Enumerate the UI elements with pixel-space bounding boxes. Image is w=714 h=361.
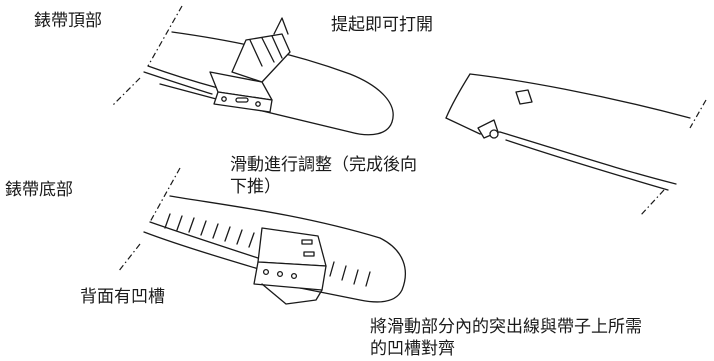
bottom-band-slider bbox=[257, 227, 327, 267]
label-slide-adjust-line2: 下推） bbox=[230, 177, 281, 197]
label-align-line1: 將滑動部分內的突出線與帶子上所需 bbox=[370, 317, 642, 337]
bottom-band-figure bbox=[117, 167, 406, 305]
top-band-strap bbox=[159, 31, 394, 136]
open-band-end-figure bbox=[445, 73, 707, 217]
label-band-bottom: 錶帶底部 bbox=[5, 180, 73, 200]
open-band-strap bbox=[469, 73, 691, 119]
label-lift-to-open: 提起即可打開 bbox=[331, 15, 433, 35]
label-band-top: 錶帶頂部 bbox=[34, 11, 102, 31]
open-band-cut-line-upper bbox=[689, 99, 707, 129]
top-band-lever bbox=[231, 33, 291, 83]
label-slide-adjust-line1: 滑動進行調整（完成後向 bbox=[230, 155, 417, 175]
label-align-line2: 的凹槽對齊 bbox=[370, 339, 455, 359]
label-back-grooves: 背面有凹槽 bbox=[80, 287, 165, 307]
bottom-band-cut-line-upper bbox=[149, 167, 181, 223]
open-band-cut-line-lower bbox=[639, 189, 665, 217]
top-band-figure bbox=[111, 5, 394, 136]
bottom-band-cut-line-lower bbox=[117, 243, 141, 273]
top-band-cut-line-upper bbox=[147, 5, 183, 67]
top-band-cut-line-lower bbox=[111, 77, 141, 107]
bottom-band-strap bbox=[169, 195, 406, 303]
